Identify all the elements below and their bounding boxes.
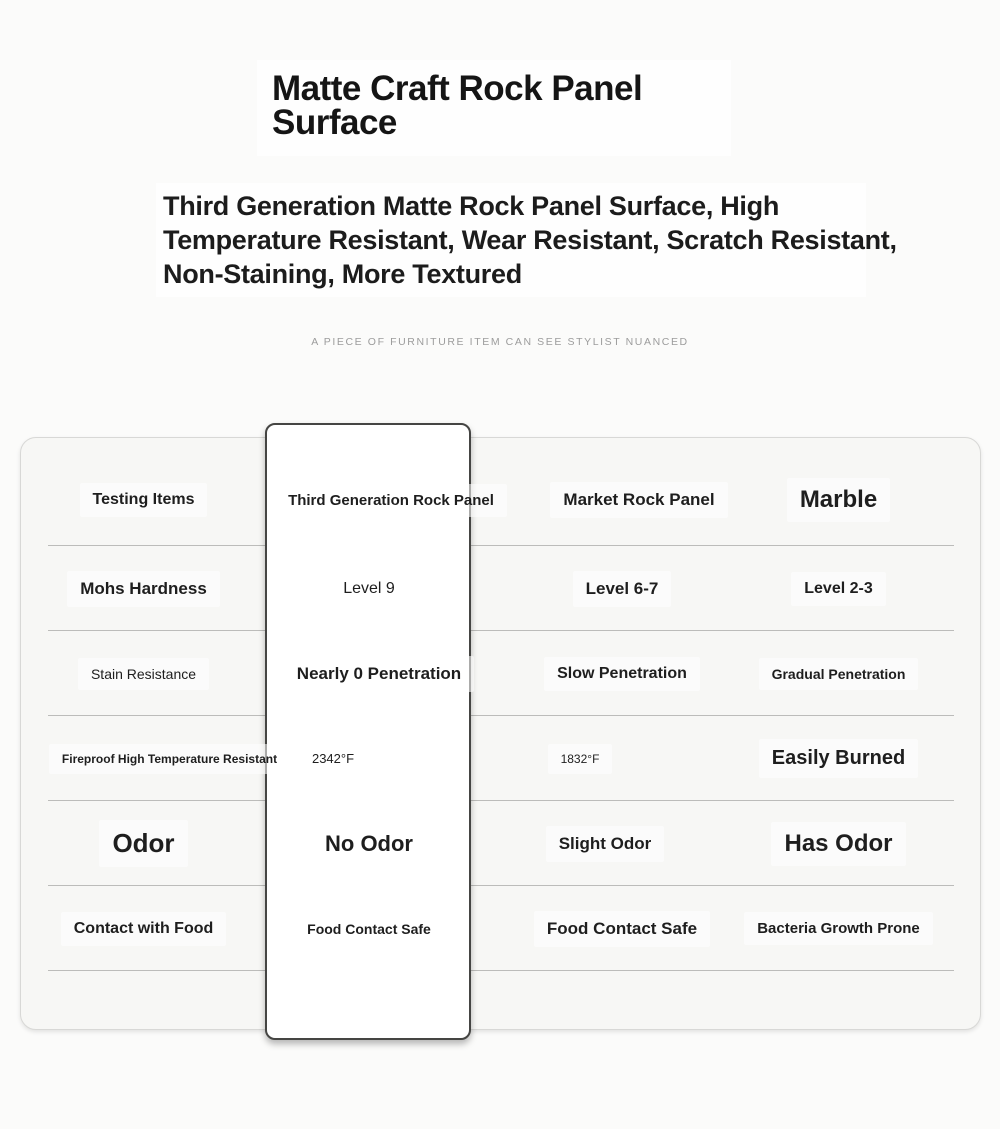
page-subtitle: Third Generation Matte Rock Panel Surfac… xyxy=(163,191,897,289)
cell-fireproof-market: 1832°F xyxy=(547,743,613,774)
header-cell-testing-items: Testing Items xyxy=(21,467,266,517)
row-label-mohs-hardness: Mohs Hardness xyxy=(67,570,220,607)
table-row-contact-with-food: Contact with Food Food Contact Safe Food… xyxy=(21,886,980,971)
table-footer-spacer xyxy=(21,971,980,1027)
title-backdrop xyxy=(257,60,731,156)
header-cell-marble: Marble xyxy=(772,462,980,522)
cell-stain-marble: Gradual Penetration xyxy=(758,657,919,690)
cell-odor-market: Slight Odor xyxy=(545,825,665,862)
subtitle-backdrop xyxy=(156,183,866,297)
cell-food-third-generation: Food Contact Safe xyxy=(294,912,444,945)
table-row-mohs-hardness: Mohs Hardness Level 9 Level 6-7 Level 2-… xyxy=(21,546,980,631)
cell-odor-third-generation: No Odor xyxy=(312,822,426,865)
column-header-third-generation-rock-panel: Third Generation Rock Panel xyxy=(275,483,507,517)
table-row-odor: Odor No Odor Slight Odor Has Odor xyxy=(21,801,980,886)
cell-mohs-third-generation: Level 9 xyxy=(330,571,408,606)
comparison-table: Testing Items Third Generation Rock Pane… xyxy=(20,437,981,1030)
column-header-market-rock-panel: Market Rock Panel xyxy=(550,482,728,518)
cell-mohs-market: Level 6-7 xyxy=(572,570,672,607)
row-label-contact-with-food: Contact with Food xyxy=(60,911,227,946)
cell-fireproof-third-generation: 2342°F xyxy=(298,743,368,774)
page-title: Matte Craft Rock Panel Surface xyxy=(272,69,643,142)
header-cell-third-generation: Third Generation Rock Panel xyxy=(266,468,507,517)
row-label-stain-resistance: Stain Resistance xyxy=(77,657,210,690)
row-label-fireproof: Fireproof High Temperature Resistant xyxy=(48,743,291,774)
column-header-marble: Marble xyxy=(786,478,891,522)
cell-food-market: Food Contact Safe xyxy=(533,910,711,947)
column-header-testing-items: Testing Items xyxy=(79,483,208,517)
cell-odor-marble: Has Odor xyxy=(771,821,906,866)
cell-stain-third-generation: Nearly 0 Penetration xyxy=(283,655,475,692)
row-label-odor: Odor xyxy=(99,820,188,867)
table-header-row: Testing Items Third Generation Rock Pane… xyxy=(21,438,980,546)
cell-stain-market: Slow Penetration xyxy=(544,656,700,691)
cell-mohs-marble: Level 2-3 xyxy=(791,571,886,606)
table-row-stain-resistance: Stain Resistance Nearly 0 Penetration Sl… xyxy=(21,631,980,716)
header-cell-market-rock-panel: Market Rock Panel xyxy=(472,466,772,518)
cell-fireproof-marble: Easily Burned xyxy=(758,739,919,778)
cell-food-marble: Bacteria Growth Prone xyxy=(744,912,933,945)
tagline: A PIECE OF FURNITURE ITEM CAN SEE STYLIS… xyxy=(311,336,689,348)
table-row-fireproof: Fireproof High Temperature Resistant 234… xyxy=(21,716,980,801)
